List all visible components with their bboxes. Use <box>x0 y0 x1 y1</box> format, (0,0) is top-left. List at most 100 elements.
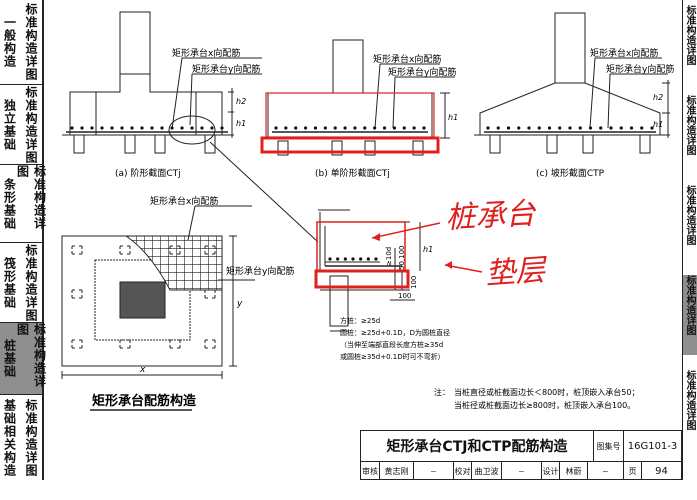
checker-signature-icon: ~ <box>501 462 541 480</box>
section-c-caption: (c) 坡形截面CTP <box>536 167 605 179</box>
rebar-dot <box>70 126 74 130</box>
design-label: 设计 <box>541 462 559 480</box>
detail-dim-100-vertical: 100 <box>410 276 418 289</box>
sidebar-section-raft-footing[interactable]: 筏形基础 标准构造详图 <box>0 243 42 323</box>
checker-name: 曲卫波 <box>471 462 501 480</box>
rebar-dot <box>313 126 318 130</box>
plan-pile-marks <box>71 245 216 349</box>
sidebar-section-related[interactable]: 基础相关构造 标准构造详图 <box>0 395 42 480</box>
page-label: 页 <box>623 462 641 480</box>
plan-x-bar-label: 矩形承台x向配筋 <box>150 195 218 207</box>
sidebar-section-label: 桩基础 <box>2 339 17 378</box>
pile-mark <box>204 245 216 255</box>
pile-mark <box>169 339 181 349</box>
detail-h1-label: h1 <box>423 245 433 254</box>
review-label: 审核 <box>362 466 378 476</box>
rebar-dot <box>363 126 367 130</box>
pile-mark <box>71 339 83 349</box>
cushion-highlight-b <box>260 136 440 154</box>
rebar-dot <box>140 126 144 130</box>
right-tab: 标准构造详图 <box>684 5 695 65</box>
pile-mark <box>71 245 83 255</box>
rebar-dot <box>486 126 490 130</box>
detail-dim-100-horizontal: 100 <box>398 292 411 300</box>
rebar-dot <box>90 126 94 130</box>
reviewer-name: 黄志刚 <box>379 462 413 480</box>
rebar-dot <box>537 126 541 130</box>
rebar-dot <box>200 126 204 130</box>
rebar-dot <box>640 126 644 130</box>
designer-name: 林蔚 <box>559 462 587 480</box>
rebar-dot <box>110 126 114 130</box>
rebar-dot <box>599 126 603 130</box>
sidebar-section-general[interactable]: 一般构造 标准构造详图 <box>0 0 42 85</box>
notes-line-2: 当桩径或桩截面边长≥800时，桩顶嵌入承台100。 <box>454 400 635 410</box>
detail-dim-50-100: 50,100 <box>398 246 406 271</box>
rebar-dot <box>100 126 104 130</box>
detail-rebar-dots <box>328 257 378 261</box>
rebar-dot <box>392 126 396 130</box>
sidebar-section-label: 筏形基础 <box>2 256 17 309</box>
sidebar-section-sublabel: 标准构造详图 <box>15 323 47 388</box>
notes-line-1: 当桩直径或桩截面边长＜800时，桩顶嵌入承台50； <box>454 387 639 397</box>
right-tab: 标准构造详图 <box>684 185 695 245</box>
rebar-dot <box>294 126 298 130</box>
rebar-dot <box>558 126 562 130</box>
plan-view <box>61 205 255 379</box>
rebar-dot <box>629 126 634 130</box>
sidebar-section-sublabel: 标准构造详图 <box>15 165 47 230</box>
pile-mark <box>204 339 216 349</box>
sidebar-section-isolated-footing[interactable]: 独立基础 标准构造详图 <box>0 85 42 165</box>
section-c-rebar-dots <box>486 126 654 130</box>
section-c-sloped <box>474 12 670 154</box>
rebar-dot <box>402 126 406 130</box>
plan-y-dim: y <box>236 299 243 309</box>
rebar-dot <box>333 126 337 130</box>
rebar-dot <box>304 126 308 130</box>
rebar-dot <box>328 257 332 261</box>
sidebar-section-strip-footing[interactable]: 条形基础 标准构造详图 <box>0 165 47 243</box>
rebar-dot <box>210 126 214 130</box>
rebar-dot <box>578 126 582 130</box>
pile-cap-highlight-b <box>265 92 435 138</box>
rebar-dot <box>547 126 552 130</box>
detail-note-4: 或圆桩≥35d+0.1D时可不弯折） <box>340 352 445 361</box>
section-c-x-bar-label: 矩形承台x向配筋 <box>590 47 658 59</box>
drawing-canvas: 矩形承台x向配筋 矩形承台y向配筋 h2 h1 (a) 阶形截面CTj 矩形承台… <box>61 11 674 411</box>
sidebar-section-label: 一般构造 <box>2 16 17 68</box>
designer-signature-icon: ~ <box>587 462 623 480</box>
rebar-dot <box>568 126 572 130</box>
sidebar-section-sublabel: 标准构造详图 <box>24 3 38 81</box>
reviewer-signature-icon: ~ <box>413 462 453 480</box>
right-tab: 标准构造详图 <box>684 95 695 155</box>
rebar-dot <box>284 126 288 130</box>
rebar-dot <box>353 126 357 130</box>
atlas-label: 图集号 <box>593 431 623 461</box>
right-tab: 标准构造详图 <box>684 370 695 430</box>
title-block: 矩形承台CTJ和CTP配筋构造 图集号 16G101-3 审核 黄志刚 ~ 校对… <box>360 430 682 480</box>
rebar-dot <box>150 126 154 130</box>
handwritten-arrow-1 <box>371 222 441 239</box>
rebar-dot <box>517 126 521 130</box>
rebar-dot <box>496 126 500 130</box>
section-a-h2-label: h2 <box>236 97 246 106</box>
rebar-dot <box>619 126 623 130</box>
rebar-dot <box>80 126 84 130</box>
plan-title: 矩形承台配筋构造 <box>91 393 197 409</box>
rebar-dot <box>343 126 347 130</box>
rebar-dot <box>382 126 387 130</box>
detail-note-1: 方桩：≥25d <box>340 316 380 325</box>
rebar-dot <box>220 126 224 130</box>
sidebar-section-label: 独立基础 <box>2 98 17 151</box>
notes-prefix: 注： <box>434 387 450 397</box>
sidebar-section-sublabel: 标准构造详图 <box>24 85 38 164</box>
left-sidebar: 一般构造 标准构造详图 独立基础 标准构造详图 条形基础 标准构造详图 筏形基础… <box>0 0 47 480</box>
rebar-dot <box>373 126 377 130</box>
sidebar-section-sublabel: 标准构造详图 <box>24 398 38 477</box>
section-a-x-bar-label: 矩形承台x向配筋 <box>172 47 240 59</box>
sidebar-section-pile-foundation[interactable]: 桩基础 标准构造详图 <box>0 323 47 395</box>
detail-leader-line <box>209 141 319 243</box>
rebar-dot <box>170 126 174 130</box>
drawing-title: 矩形承台CTJ和CTP配筋构造 <box>386 439 568 455</box>
pile-mark <box>119 339 131 349</box>
